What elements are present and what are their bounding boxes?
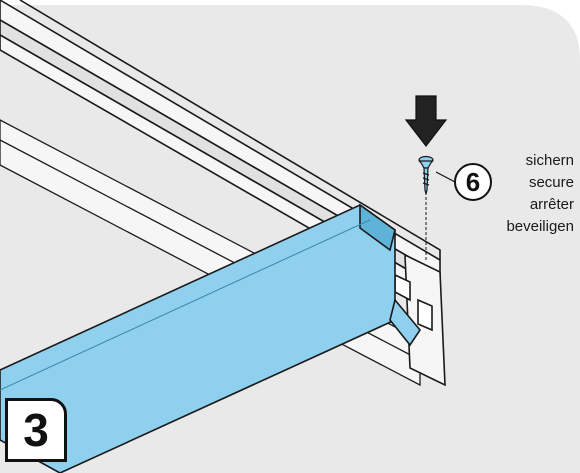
instruction-word-en: secure	[528, 174, 574, 191]
cover-profile	[0, 203, 421, 473]
screw-icon	[418, 155, 434, 195]
callout-number: 6	[465, 167, 481, 197]
instruction-caption: sichern secure arrêter beveiligen	[488, 150, 574, 238]
instruction-word-de: sichern	[525, 152, 574, 169]
instruction-word-nl: beveiligen	[506, 218, 574, 235]
instruction-word-fr: arrêter	[529, 196, 574, 213]
step-number-box: 3	[5, 398, 67, 462]
down-arrow-icon	[404, 95, 448, 147]
callout-leader	[435, 171, 456, 183]
